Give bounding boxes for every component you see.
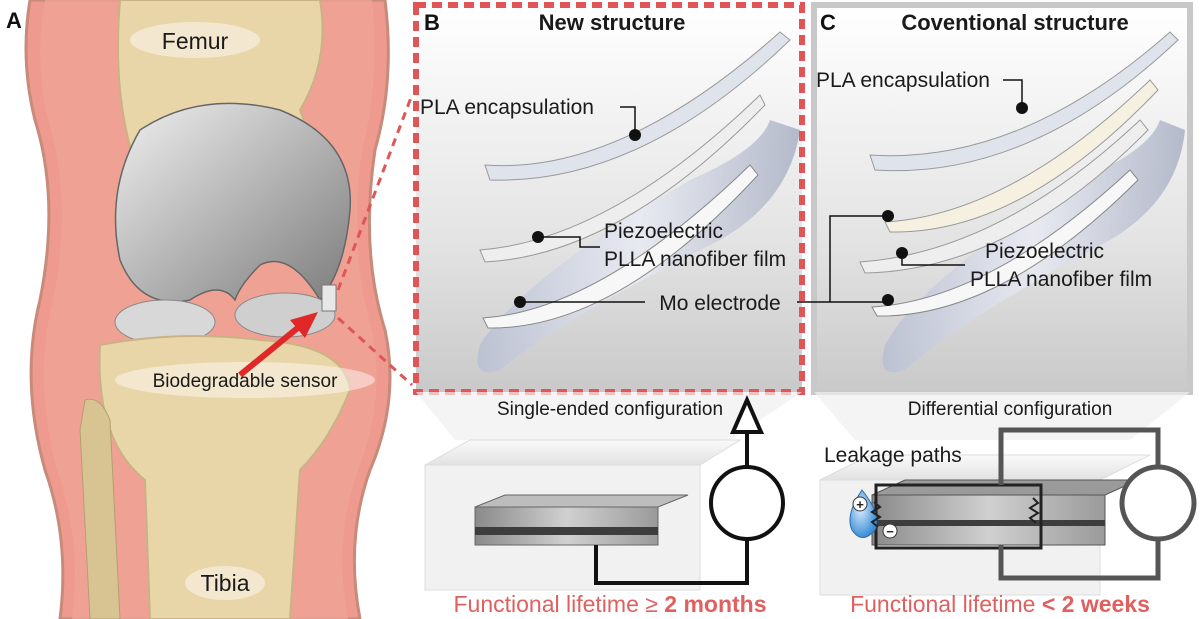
pla-callout-b [620, 106, 636, 133]
single-ended-label: Single-ended configuration [497, 399, 723, 420]
sensor-label: Biodegradable sensor [153, 371, 339, 392]
b-projection [416, 392, 802, 440]
panel-b-piezo-label-1: Piezoelectric [604, 220, 723, 243]
minus-sign: − [886, 524, 894, 539]
mo-bottom-dot-c [882, 294, 894, 306]
single-ended-circuit: Single-ended configuration Functional li… [416, 392, 802, 617]
femur-condyles [114, 102, 352, 303]
mo-bracket-c [829, 215, 888, 302]
tibia-label: Tibia [201, 570, 250, 596]
leakage-resistor-right [1028, 497, 1040, 524]
fibula-bone [79, 398, 121, 619]
sensor-patch [321, 284, 337, 312]
tibia-label-bg [185, 566, 265, 600]
sensor-arrow-head [290, 312, 318, 338]
pla-dot-b [629, 129, 641, 141]
mo-electrode-label: Mo electrode [659, 292, 780, 315]
pla-layer-b [484, 31, 791, 181]
mo-dot-b [514, 296, 526, 308]
piezo-layer-b [479, 94, 766, 263]
plus-sign: + [856, 497, 864, 512]
panel-c-piezo-label-2: PLLA nanofiber film [970, 268, 1152, 291]
sensor-label-bg [115, 362, 375, 398]
piezo-dot-b [532, 231, 544, 243]
b-meter-icon [709, 465, 785, 541]
b-lifetime: Functional lifetime ≥ 2 months [454, 591, 767, 617]
panel-a: A Femur Biodegradable sensor Tibia [6, 0, 392, 619]
minus-icon [882, 523, 898, 539]
pla-dot-c [1016, 102, 1028, 114]
b-wire-bottom [594, 540, 749, 585]
panel-b-piezo-label-2: PLLA nanofiber film [604, 248, 786, 271]
b-chip-top [474, 494, 689, 508]
pla-callout-c [1003, 79, 1023, 105]
panel-c: C Coventional structure PLA encapsulatio… [811, 2, 1193, 395]
panel-a-letter: A [6, 8, 22, 33]
c-wire-bottom [998, 540, 1161, 581]
panel-b-pla-label: PLA encapsulation [420, 96, 594, 119]
tibia-bone [98, 335, 352, 619]
differential-label: Differential configuration [908, 399, 1113, 420]
mo-top-layer-c [884, 79, 1159, 233]
differential-circuit: Differential configuration + − Leakage p… [814, 392, 1197, 617]
femur-label-bg [130, 22, 260, 58]
femur-label: Femur [162, 28, 229, 54]
piezo-callout-c [901, 253, 965, 266]
piezo-layer-c [859, 119, 1149, 274]
panel-c-pla-label: PLA encapsulation [816, 69, 990, 92]
b-ground-arrow [729, 395, 765, 434]
c-wire-top [998, 427, 1161, 485]
c-chip-electrode [872, 520, 1105, 526]
mo-bottom-layer-c [871, 169, 1139, 317]
meniscus-right [234, 292, 336, 338]
plus-icon [852, 496, 868, 512]
c-lifetime: Functional lifetime < 2 weeks [850, 591, 1150, 617]
mo-electrode-callout: Mo electrode [640, 215, 888, 315]
piezo-callout-b [538, 236, 600, 248]
panel-c-piezo-label-1: Piezoelectric [985, 240, 1104, 263]
pla-layer-c [869, 31, 1179, 172]
c-chip-top [871, 479, 1139, 496]
b-block-top [423, 439, 742, 466]
sensor-arrow [238, 319, 307, 378]
b-chip [474, 506, 659, 546]
zoom-line-bottom [336, 316, 414, 387]
panel-b-letter: B [424, 10, 440, 35]
panel-c-letter: C [820, 10, 836, 35]
b-chip-electrode [475, 527, 658, 535]
panel-b: B New structure PLA encapsulation Piezoe… [413, 2, 805, 395]
panel-b-title: New structure [539, 10, 686, 35]
leakage-resistor-left [870, 501, 882, 528]
zoom-line-top [336, 94, 414, 291]
mo-layer-b [482, 164, 759, 329]
panel-c-title: Coventional structure [901, 10, 1128, 35]
leakage-label: Leakage paths [824, 444, 962, 467]
c-meter-icon [1119, 464, 1197, 542]
